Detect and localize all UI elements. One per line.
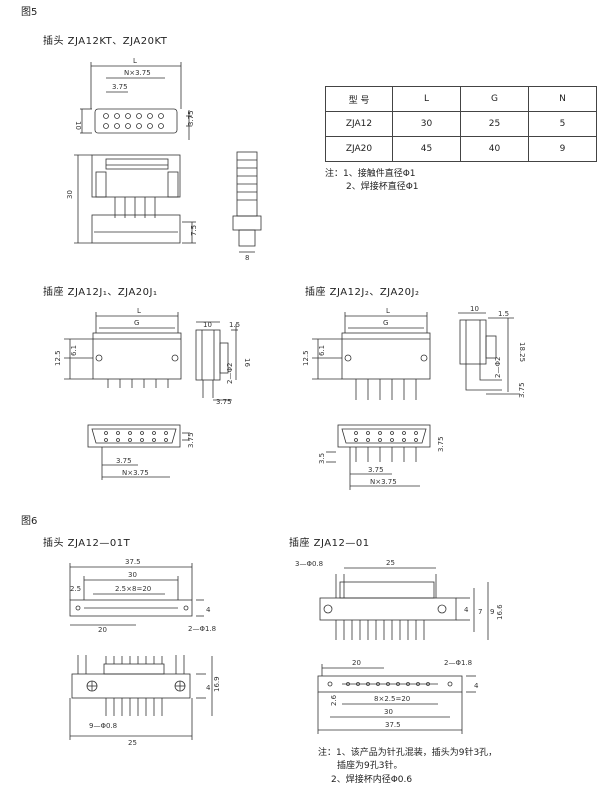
socket2-title: 插座 ZJA12J₂、ZJA20J₂ — [305, 287, 420, 298]
fig6-socket-bottom-view — [317, 664, 476, 734]
fig5-socket2-front-view — [312, 312, 431, 400]
table-cell: 25 — [460, 111, 529, 137]
fig6-note-2: 插座为9孔3针。 — [337, 761, 403, 771]
dim-375-j1b: 3.75 — [116, 457, 132, 465]
fig5-plug-side-view — [232, 151, 262, 253]
dim-25b-f6: 25 — [128, 739, 137, 747]
dim-375-f6s: 37.5 — [385, 721, 401, 729]
fig5-socket1-front-view — [64, 312, 182, 388]
figure-5-label: 图5 — [21, 7, 38, 18]
dim-Nx375-j1: N×3.75 — [122, 469, 149, 477]
dim-G-j1: G — [134, 319, 139, 327]
fig5-socket1-side-view — [195, 321, 238, 401]
fig5-note-1: 注：1、接触件直径Φ1 — [325, 169, 416, 179]
dim-125-j1: 12.5 — [54, 350, 62, 366]
plug-title-fig5: 插头 ZJA12KT、ZJA20KT — [43, 36, 168, 47]
dim-10-j1: 10 — [203, 321, 212, 329]
dim-8x25-f6: 8×2.5=20 — [374, 695, 410, 703]
dim-375-j2v: 3.75 — [437, 436, 445, 452]
dim-Nx375: N×3.75 — [124, 69, 151, 77]
dim-10-j2: 10 — [470, 305, 479, 313]
fig6-note-1: 注：1、该产品为针孔混装，插头为9针3孔， — [318, 748, 498, 758]
fig6-plug-top-view — [69, 563, 204, 626]
dim-75: 7.5 — [190, 225, 198, 236]
dim-375-j2b: 3.75 — [368, 466, 384, 474]
dim-61-j2: 6.1 — [318, 345, 326, 356]
dim-9-f6: 9 — [490, 608, 494, 616]
dim-L-j1: L — [137, 307, 141, 315]
dim-L: L — [133, 57, 137, 65]
dim-7-f6: 7 — [478, 608, 482, 616]
spec-table: 型 号 L G N ZJA12 30 25 5 ZJA20 45 40 9 — [325, 86, 597, 162]
fig5-socket2-side-view — [458, 312, 520, 395]
table-cell: ZJA20 — [325, 136, 393, 162]
dim-20-f6: 20 — [98, 626, 107, 634]
dim-25x8-f6: 2.5×8=20 — [115, 585, 151, 593]
dim-61-j1: 6.1 — [70, 345, 78, 356]
dim-G-j2: G — [383, 319, 388, 327]
dim-2phi18-f6: 2—Φ1.8 — [188, 625, 216, 633]
dim-166-f6: 16.6 — [496, 604, 504, 620]
table-cell: 9 — [528, 136, 597, 162]
table-cell: 5 — [528, 111, 597, 137]
dim-35-j2: 3.5 — [318, 453, 326, 464]
dim-30-f6s: 30 — [384, 708, 393, 716]
dim-25c-f6: 25 — [386, 559, 395, 567]
dim-4c-f6: 4 — [464, 606, 469, 614]
dim-25-f6: 2.5 — [70, 585, 81, 593]
figure-6-label: 图6 — [21, 516, 38, 527]
dim-26-f6: 2.6 — [330, 694, 338, 706]
dim-3phi-f6: 3—Φ0.8 — [295, 560, 323, 568]
dim-30: 30 — [66, 190, 74, 199]
dim-Nx375-j2: N×3.75 — [370, 478, 397, 486]
table-row: ZJA20 45 40 9 — [325, 136, 597, 162]
fig6-socket-front-view — [319, 567, 489, 640]
dim-4b-f6: 4 — [206, 684, 211, 692]
dim-375-f6: 37.5 — [125, 558, 141, 566]
dim-15-j2: 1.5 — [498, 310, 509, 318]
table-header-cell: L — [392, 86, 461, 112]
dim-4-f6: 4 — [206, 606, 211, 614]
dim-2phi-j1: 2—Φ2 — [226, 363, 234, 384]
fig6-note-3: 2、焊接杯内径Φ0.6 — [331, 775, 413, 785]
plug-title-fig6: 插头 ZJA12—01T — [43, 538, 131, 549]
dim-125-j2: 12.5 — [302, 350, 310, 366]
fig5-plug-front-view — [74, 154, 196, 244]
dim-375-v: 3.75 — [187, 110, 195, 126]
socket-title-fig6: 插座 ZJA12—01 — [289, 538, 370, 549]
dim-375: 3.75 — [112, 83, 128, 91]
table-header-cell: N — [528, 86, 597, 112]
socket1-title: 插座 ZJA12J₁、ZJA20J₁ — [43, 287, 158, 298]
fig5-socket1-bottom-view — [87, 424, 190, 480]
dim-15-j1: 1.5 — [229, 321, 240, 329]
dim-1825-j2: 18.25 — [518, 342, 526, 362]
dim-2phi18-f6s: 2—Φ1.8 — [444, 659, 472, 667]
dim-375-j2s: 3.75 — [518, 382, 526, 398]
fig5-plug-top-view — [80, 62, 192, 140]
dim-8: 8 — [245, 254, 249, 262]
fig6-plug-front-view — [69, 655, 213, 740]
dim-20-f6s: 20 — [352, 659, 361, 667]
dim-2phi-j2: 2—Φ2 — [494, 357, 502, 378]
dim-169-f6: 16.9 — [213, 676, 221, 692]
dim-9phi-f6: 9—Φ0.8 — [89, 722, 117, 730]
dim-16-j1: 16 — [243, 358, 251, 367]
fig5-socket2-bottom-view — [326, 424, 431, 490]
dim-4d-f6: 4 — [474, 682, 479, 690]
dim-375-j1s: 3.75 — [216, 398, 232, 406]
dim-10: 10 — [74, 121, 82, 130]
fig5-note-2: 2、焊接杯直径Φ1 — [346, 182, 419, 192]
dim-375-j1v: 3.75 — [187, 432, 195, 448]
dim-30-f6: 30 — [128, 571, 137, 579]
dim-L-j2: L — [386, 307, 390, 315]
